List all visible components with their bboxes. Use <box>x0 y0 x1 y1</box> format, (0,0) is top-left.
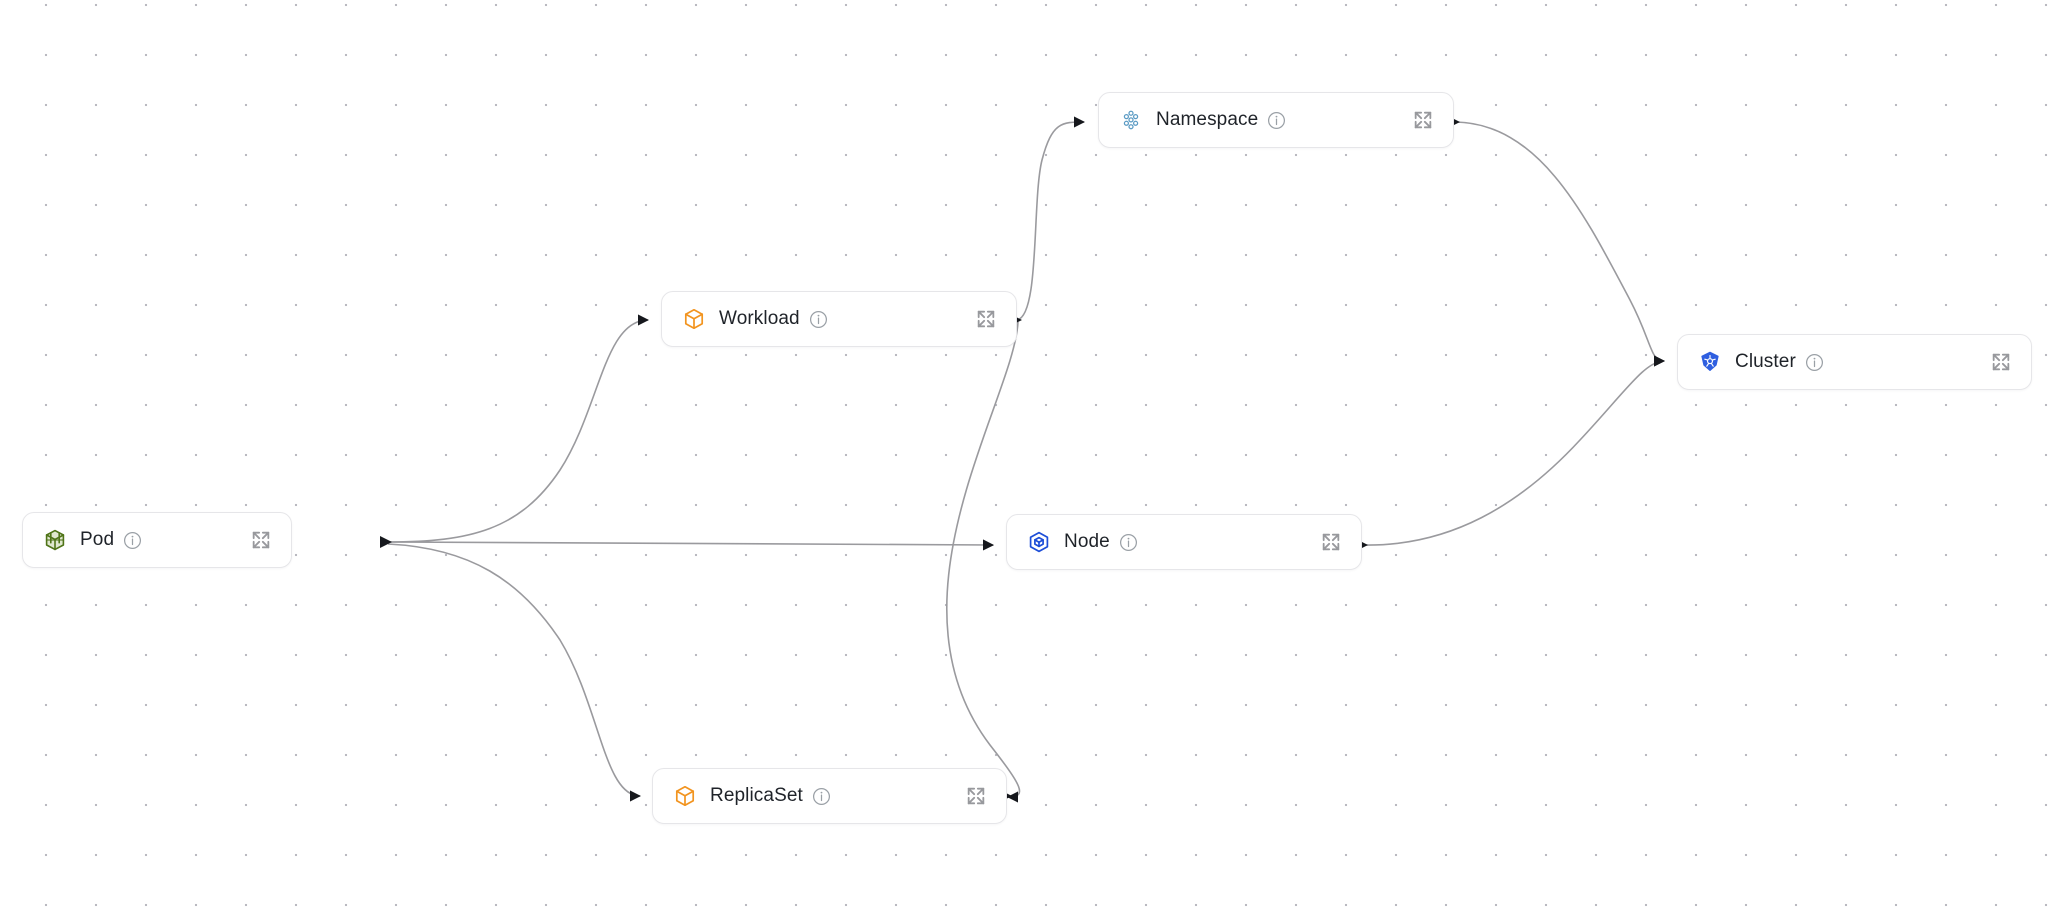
expand-icon[interactable] <box>974 307 998 331</box>
expand-icon[interactable] <box>1989 350 2013 374</box>
edge-pod-to-replicaset <box>387 543 642 802</box>
edge-origin-marker-pod <box>380 536 392 548</box>
info-icon[interactable] <box>812 787 831 806</box>
workload-cube-icon <box>682 307 706 331</box>
node-label-pod: Pod <box>80 529 115 550</box>
edge-namespace-to-cluster <box>1455 121 1666 367</box>
info-icon[interactable] <box>123 531 142 550</box>
graph-node-replicaset[interactable]: ReplicaSet <box>652 768 1007 824</box>
expand-icon[interactable] <box>249 528 273 552</box>
node-label-namespace: Namespace <box>1156 109 1259 130</box>
graph-node-node[interactable]: Node <box>1006 514 1362 570</box>
graph-node-cluster[interactable]: Cluster <box>1677 334 2032 390</box>
cluster-kubernetes-icon <box>1698 350 1722 374</box>
node-label-replicaset: ReplicaSet <box>710 785 803 806</box>
info-icon[interactable] <box>1267 111 1286 130</box>
info-icon[interactable] <box>809 310 828 329</box>
graph-node-workload[interactable]: Workload <box>661 291 1017 347</box>
expand-icon[interactable] <box>1411 108 1435 132</box>
node-hex-icon <box>1027 530 1051 554</box>
expand-icon[interactable] <box>1319 530 1343 554</box>
replicaset-cube-icon <box>673 784 697 808</box>
edge-pod-to-node <box>387 539 995 551</box>
node-label-cluster: Cluster <box>1735 351 1796 372</box>
node-label-node: Node <box>1064 531 1110 552</box>
node-label-workload: Workload <box>719 308 800 329</box>
namespace-icon <box>1119 108 1143 132</box>
edge-node-to-cluster <box>1361 355 1666 546</box>
info-icon[interactable] <box>1119 533 1138 552</box>
pod-icon <box>43 528 67 552</box>
edge-workload-to-namespace <box>1016 116 1086 321</box>
graph-node-namespace[interactable]: Namespace <box>1098 92 1454 148</box>
info-icon[interactable] <box>1805 353 1824 372</box>
expand-icon[interactable] <box>964 784 988 808</box>
graph-node-pod[interactable]: Pod <box>22 512 292 568</box>
edge-pod-to-workload <box>387 314 650 543</box>
